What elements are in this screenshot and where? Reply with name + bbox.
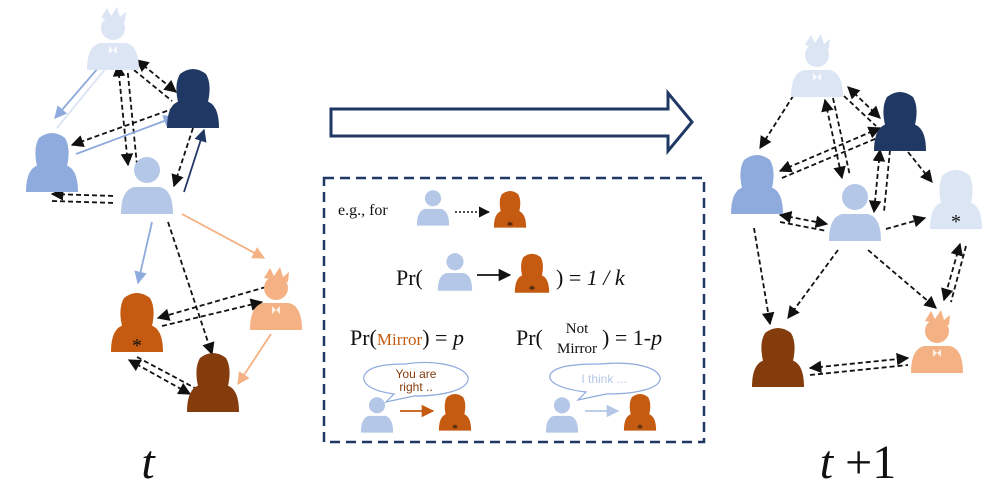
edge — [156, 286, 267, 321]
mirror-pr-open: Pr( — [350, 325, 377, 350]
edge — [161, 298, 264, 327]
edge — [781, 135, 883, 179]
example-prefix: e.g., for — [338, 202, 388, 219]
bubble-not-mirror: I think ... — [581, 372, 626, 386]
mirror-eq: ) = — [422, 325, 453, 350]
not-mirror-line2: Mirror — [557, 341, 597, 357]
not-mirror-equation: ) = 1-p — [602, 325, 662, 350]
speech-bubble — [549, 362, 661, 402]
edge — [843, 95, 877, 127]
edge — [778, 210, 829, 229]
edges-t-plus-1 — [753, 81, 967, 376]
person-node — [87, 7, 139, 70]
edge — [50, 188, 116, 201]
edge — [907, 151, 933, 183]
star-mark: * — [951, 211, 961, 233]
edge — [832, 97, 851, 177]
edge — [808, 352, 910, 374]
edge — [136, 356, 196, 389]
network-t-plus-1: * — [731, 34, 982, 387]
person-node — [829, 184, 881, 241]
edge — [950, 245, 967, 303]
person-node — [911, 310, 963, 373]
edge — [847, 86, 881, 119]
pr-close-eq: ) = — [556, 265, 587, 290]
edge — [134, 221, 153, 285]
edge — [941, 242, 963, 302]
not-mirror-eq: ) = 1- — [602, 325, 651, 350]
edge — [56, 67, 107, 129]
edge — [809, 364, 909, 376]
time-label-t-plus-1: t +1 — [820, 436, 896, 489]
mirror-value: p — [451, 325, 464, 350]
edge — [181, 213, 266, 259]
bubble-mirror-line1: You are — [396, 367, 437, 381]
time-var: t — [820, 436, 835, 489]
edge — [885, 215, 927, 230]
pr-equation: ) = 1 / k — [556, 265, 626, 290]
person-node — [874, 92, 926, 151]
time-label-t: t — [141, 436, 156, 489]
mirror-label: Mirror — [377, 330, 423, 349]
not-mirror-value: p — [649, 325, 662, 350]
star-mark: * — [637, 421, 643, 435]
edge — [51, 200, 116, 204]
mirror-equation: Pr(Mirror) = p — [350, 325, 464, 350]
person-node — [416, 190, 450, 226]
star-mark: * — [132, 335, 142, 357]
pr-value: 1 / k — [587, 265, 626, 290]
edge — [868, 148, 886, 214]
edge — [167, 221, 215, 356]
edge — [753, 227, 775, 326]
edge — [787, 249, 839, 320]
edge — [759, 81, 803, 150]
edge — [237, 333, 272, 386]
time-plus-one: +1 — [833, 436, 896, 489]
edge — [70, 107, 176, 148]
person-node — [250, 267, 302, 330]
edge — [867, 249, 937, 309]
star-mark: * — [507, 218, 514, 233]
edge — [183, 128, 207, 193]
edge — [133, 69, 173, 102]
pr-open: Pr( — [396, 265, 423, 290]
star-mark: * — [452, 421, 458, 435]
person-node — [437, 253, 473, 291]
speech-bubble — [363, 361, 469, 404]
edge — [883, 149, 891, 213]
person-node — [187, 353, 239, 412]
person-node — [26, 133, 78, 192]
edge — [821, 98, 846, 180]
person-node — [121, 157, 173, 214]
edge — [171, 127, 194, 188]
person-node — [167, 69, 219, 128]
star-mark: * — [529, 282, 536, 297]
person-node — [545, 397, 579, 433]
edge — [127, 359, 192, 395]
edge — [126, 64, 138, 166]
edge — [136, 59, 177, 93]
person-node — [791, 34, 843, 97]
edge — [112, 63, 134, 167]
edge — [778, 126, 882, 173]
not-mirror-pr-open: Pr( — [516, 325, 543, 350]
transition-arrow — [329, 88, 694, 156]
legend-box: e.g., for * Pr( * ) = 1 / k Pr(Mirror) =… — [322, 176, 706, 444]
network-t: * — [26, 7, 302, 412]
not-mirror-line1: Not — [566, 321, 589, 337]
edge — [75, 115, 177, 155]
person-node — [360, 397, 394, 433]
person-node — [752, 328, 804, 387]
edges-t — [50, 59, 272, 395]
bubble-mirror-line2: right .. — [399, 380, 432, 394]
person-node — [731, 155, 783, 214]
